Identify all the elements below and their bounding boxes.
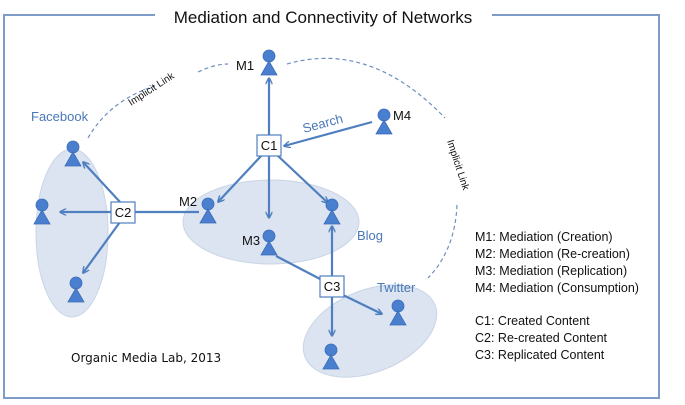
legend-c3: C3: Replicated Content — [475, 348, 605, 362]
c1-label: C1 — [261, 138, 278, 153]
edge-c2-fb3 — [83, 221, 121, 273]
legend: M1: Mediation (Creation) M2: Mediation (… — [475, 230, 639, 362]
edge-m4-c1 — [284, 120, 373, 146]
facebook-label: Facebook — [31, 109, 89, 124]
m3-label: M3 — [242, 233, 260, 248]
edge-c1-blog — [276, 154, 328, 203]
credit-text: Organic Media Lab, 2013 — [71, 351, 221, 365]
implicit-link-left-a — [87, 85, 156, 139]
diagram-title: Mediation and Connectivity of Networks — [174, 8, 473, 27]
blog-label: Blog — [357, 228, 383, 243]
m1-label: M1 — [236, 58, 254, 73]
blog-group — [182, 179, 360, 265]
legend-m1: M1: Mediation (Creation) — [475, 230, 613, 244]
legend-m4: M4: Mediation (Consumption) — [475, 281, 639, 295]
legend-c1: C1: Created Content — [475, 314, 590, 328]
edge-m3-c3 — [275, 255, 323, 281]
m4-label: M4 — [393, 108, 411, 123]
c2-box[interactable]: C2 — [110, 201, 136, 224]
implicit-link-label-right: Implicit Link — [444, 139, 471, 193]
legend-m2: M2: Mediation (Re-creation) — [475, 247, 630, 261]
edges — [60, 78, 382, 336]
edge-c1-m2 — [218, 154, 263, 202]
c1-box[interactable]: C1 — [256, 134, 282, 157]
edge-c3-tw2 — [342, 294, 382, 314]
m1-person-icon[interactable] — [260, 49, 278, 76]
m4-person-icon[interactable] — [375, 108, 393, 135]
implicit-link-right-a — [286, 57, 446, 119]
facebook-group — [35, 148, 109, 318]
implicit-link-left-b — [197, 63, 229, 73]
implicit-link-right-b — [427, 204, 458, 279]
twitter-group — [302, 284, 438, 378]
frame — [3, 14, 660, 399]
c3-label: C3 — [324, 279, 341, 294]
c2-label: C2 — [115, 205, 132, 220]
twitter-label: Twitter — [377, 280, 416, 295]
edge-c2-fb2 — [83, 162, 121, 203]
m2-label: M2 — [179, 194, 197, 209]
legend-m3: M3: Mediation (Replication) — [475, 264, 627, 278]
legend-c2: C2: Re-created Content — [475, 331, 608, 345]
implicit-link-label-left: Implicit Link — [127, 70, 178, 108]
c3-box[interactable]: C3 — [319, 275, 345, 298]
